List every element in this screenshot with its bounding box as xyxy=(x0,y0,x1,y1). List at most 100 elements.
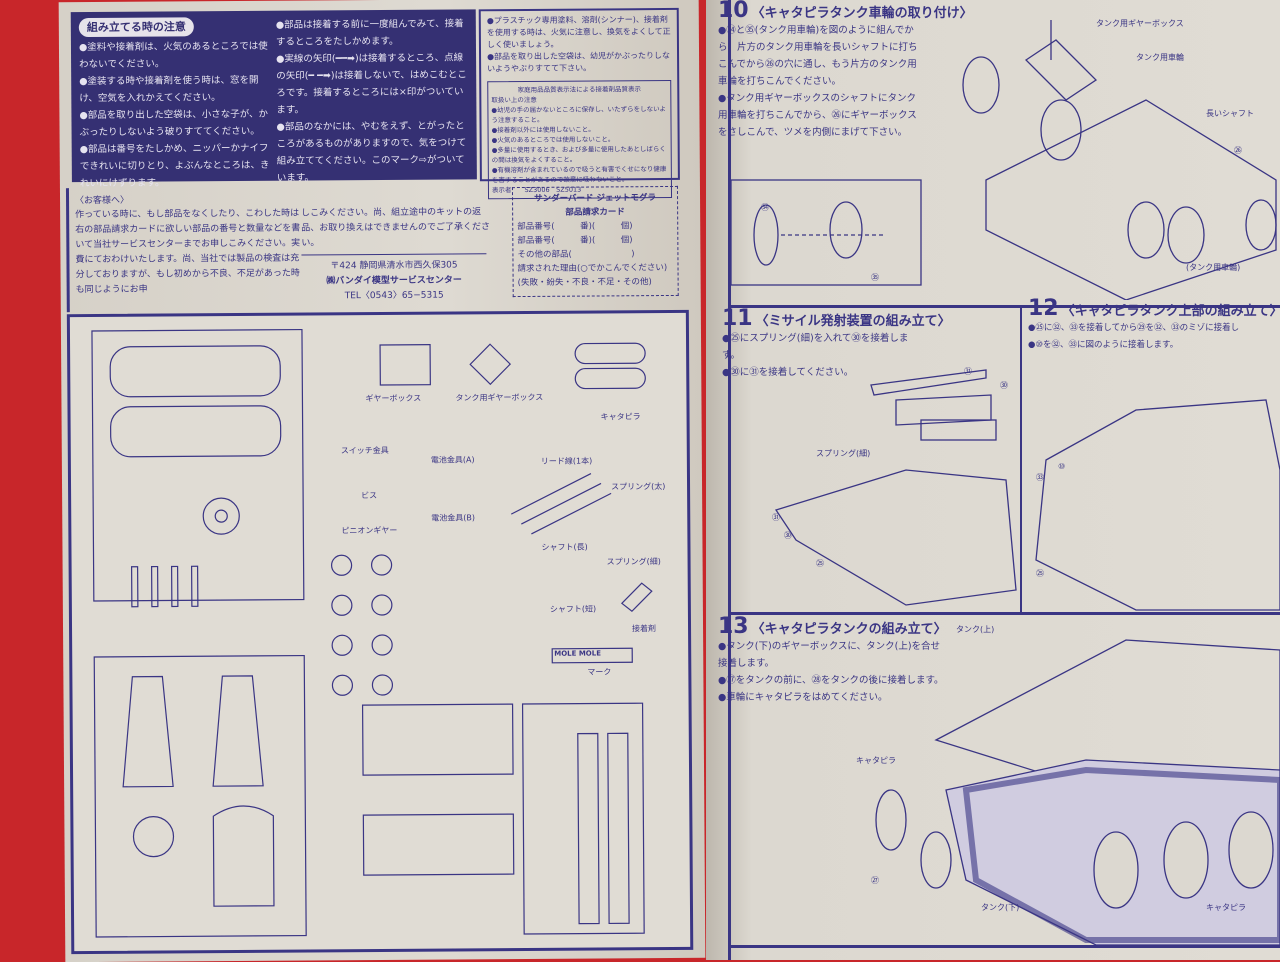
card-reason-label: 請求された理由(○でかこんでください) xyxy=(517,263,668,275)
label-title: 家庭用品品質表示法による接着剤品質表示 xyxy=(517,85,641,95)
diagram-label: ㉝ xyxy=(1036,473,1044,482)
launcher-drawing xyxy=(774,369,1280,611)
card-part-row: 部品番号( 番)( 個) xyxy=(517,235,633,247)
step-13: 13〈キャタピラタンクの組み立て〉 ●タンク(下)のギヤーボックスに、タンク(上… xyxy=(718,616,948,706)
step-instruction: ●タンク(下)のギヤーボックスに、タンク(上)を合せ接着します。 xyxy=(718,641,941,669)
notice-item: ●プラスチック専用塗料、溶剤(シンナー)、接着剤を使用する時は、火気に注意し、換… xyxy=(486,14,671,50)
part-label: シャフト(短) xyxy=(549,604,597,614)
diagram-label: ㉕ xyxy=(816,559,824,568)
parts-diagram: ギヤーボックス タンク用ギヤーボックス キャタピラ スイッチ金具 電池金具(A)… xyxy=(66,309,694,955)
customer-body: 作っている時に、もし部品をなくしたり、こわした時は右の部品請求カードに欲しい部品… xyxy=(75,208,301,296)
step-number: 10 xyxy=(718,0,749,23)
notice-item: ●部品を取り出した空袋は、幼児がかぶったりしないようやぶりすてて下さい。 xyxy=(487,50,671,74)
right-page: 10〈キャタピラタンク車輪の取り付け〉 ●㉞と㉟(タンク用車輪)を図のように組ん… xyxy=(706,0,1280,960)
diagram-label: ㉞ xyxy=(761,203,769,212)
mole-decal: MOLE MOLE xyxy=(554,649,602,658)
caution-item: ●部品のなかには、やむをえず、とがったところがあるものがありますので、気をつけて… xyxy=(276,120,467,184)
label-item: ●幼児の手の届かないところに保存し、いたずらをしないよう注意すること。 xyxy=(491,105,666,125)
diagram-label: キャタピラ xyxy=(856,756,896,765)
step-number: 11 xyxy=(722,306,753,331)
part-label: マーク xyxy=(587,667,612,677)
part-label: 電池金具(A) xyxy=(430,455,475,465)
wheel-assembly-drawing xyxy=(730,20,1277,300)
service-phone: TEL〈0543〉65−5315 xyxy=(344,290,444,302)
diagram-label: ㉟ xyxy=(871,273,879,282)
part-label: スイッチ金具 xyxy=(340,445,389,456)
step-title: 〈キャタピラタンク車輪の取り付け〉 xyxy=(751,6,973,21)
caution-item: ●塗料や接着剤は、火気のあるところでは使わないでください。 xyxy=(78,40,268,71)
page-border xyxy=(728,0,731,960)
part-label: スプリング(細) xyxy=(606,557,661,567)
diagram-label: ㉛ xyxy=(772,513,780,522)
step-12: 12〈キャタピラタンク上部の組み立て〉 ●㉕に㉜、㉝を接着してから㉙を㉜、㉝のミ… xyxy=(1028,298,1280,354)
caution-item: ●実線の矢印(━━➡)は接着するところ、点線の矢印(━ ━➡)は接着しないで、は… xyxy=(276,52,467,116)
service-address: 〒424 静岡県清水市西久保305 xyxy=(330,260,458,272)
step-number: 12 xyxy=(1028,296,1059,321)
parts-sprue-drawing xyxy=(91,328,653,938)
step-10: 10〈キャタピラタンク車輪の取り付け〉 ●㉞と㉟(タンク用車輪)を図のように組ん… xyxy=(718,0,973,141)
diagram-label: ㉖ xyxy=(1234,146,1242,155)
part-label: スプリング(太) xyxy=(611,482,666,492)
diagram-label: ㉛ xyxy=(964,367,972,376)
diagram-label: ⑩ xyxy=(1058,462,1066,471)
caution-item: ●塗装する時や接着剤を使う時は、窓を開け、空気を入れかえてください。 xyxy=(79,74,259,105)
plastic-notice-box: ●プラスチック専用塗料、溶剤(シンナー)、接着剤を使用する時は、火気に注意し、換… xyxy=(478,7,680,200)
divider xyxy=(728,945,1280,948)
step-title: 〈キャタピラタンク上部の組み立て〉 xyxy=(1061,304,1280,319)
divider xyxy=(728,612,1280,615)
diagram-label: (タンク用車輪) xyxy=(1186,263,1241,272)
card-reason-options: (失敗・紛失・不良・不足・その他) xyxy=(517,277,652,289)
step-instruction: ●㉕にスプリング(細)を入れて㉚を接着します。 xyxy=(722,333,909,361)
part-label: ビス xyxy=(361,491,378,501)
card-subtitle: 部品請求カード xyxy=(565,207,625,218)
diagram-label: タンク(下) xyxy=(981,903,1020,912)
parts-request-card: サンダーバード ジェットモグラ 部品請求カード 部品番号( 番)( 個) 部品番… xyxy=(511,185,679,298)
caution-item: ●部品は番号をたしかめ、ニッパーかナイフできれいに切りとり、よぶんなところは、き… xyxy=(79,142,270,190)
step-11: 11〈ミサイル発射装置の組み立て〉 ●㉕にスプリング(細)を入れて㉚を接着します… xyxy=(722,308,951,381)
customer-notice: 〈お客様へ〉 作っている時に、もし部品をなくしたり、こわした時は右の部品請求カー… xyxy=(65,183,687,313)
diagram-label: ㉗ xyxy=(871,876,879,885)
part-label: 接着剤 xyxy=(632,624,657,634)
label-item: ●有機溶剤が含まれているので吸うと有害でくせになり健康を害することがあるので故意… xyxy=(491,165,667,185)
card-other-row: その他の部品( ) xyxy=(517,249,635,261)
caution-title: 組み立てる時の注意 xyxy=(78,17,194,38)
adhesive-quality-label: 家庭用品品質表示法による接着剤品質表示 取扱い上の注意 ●幼児の手の届かないとこ… xyxy=(487,79,673,200)
diagram-label: ㉚ xyxy=(1000,381,1008,390)
step-instruction: ●㉗をタンクの前に、㉘をタンクの後に接着します。 xyxy=(718,675,944,686)
step-instruction: ●車輪にキャタピラをはめてください。 xyxy=(718,692,888,703)
diagram-label: ㉕ xyxy=(1036,569,1044,578)
part-label: ピニオンギヤー xyxy=(341,525,398,536)
part-label: キャタピラ xyxy=(600,412,641,422)
diagram-label: タンク(上) xyxy=(956,625,995,634)
diagram-label: スプリング(細) xyxy=(816,449,871,458)
divider xyxy=(1020,305,1022,612)
step-instruction: ●㉞と㉟(タンク用車輪)を図のように組んでから、片方のタンク用車輪を長いシャフト… xyxy=(718,25,918,87)
step-instruction: ●タンク用ギヤーボックスのシャフトにタンク用車輪を打ちこんでから、㉖にギヤーボッ… xyxy=(718,93,917,138)
card-part-row: 部品番号( 番)( 個) xyxy=(517,221,633,233)
step-title: 〈キャタピラタンクの組み立て〉 xyxy=(751,622,947,637)
diagram-label: 長いシャフト xyxy=(1206,109,1254,118)
step-title: 〈ミサイル発射装置の組み立て〉 xyxy=(755,314,951,329)
customer-body-cont: しこみください。尚、組立途中のキットの返品、お取り換えはできませんのでご了承くだ… xyxy=(301,207,491,249)
assembly-caution-box: 組み立てる時の注意 ●塗料や接着剤は、火気のあるところでは使わないでください。 … xyxy=(70,9,477,189)
step-instruction: ●㉕に㉜、㉝を接着してから㉙を㉜、㉝のミゾに接着し xyxy=(1028,323,1240,333)
label-item: ●多量に使用するとき、および多量に使用したあとしばらくの間は換気をよくすること。 xyxy=(491,145,666,165)
part-label: タンク用ギヤーボックス xyxy=(455,392,544,403)
caution-item: ●部品は接着する前に一度組んでみて、接着するところをたしかめます。 xyxy=(275,18,464,48)
card-title: サンダーバード ジェットモグラ xyxy=(534,193,657,204)
part-label: シャフト(長) xyxy=(541,542,588,552)
tank-assembly-drawing xyxy=(875,639,1280,946)
step-instruction: ●⑩を㉜、㉝に図のように接着します。 xyxy=(1028,340,1179,350)
step-instruction: ●㉚に㉛を接着してください。 xyxy=(722,367,854,378)
part-label: ギヤーボックス xyxy=(365,393,422,404)
divider xyxy=(728,305,1280,308)
part-label: リード線(1本) xyxy=(540,456,593,466)
caution-item: ●部品を取り出した空袋は、小さな子が、かぶったりしないよう破りすててください。 xyxy=(79,108,269,139)
diagram-label: タンク用車輪 xyxy=(1136,53,1184,62)
step-number: 13 xyxy=(718,614,749,639)
left-page: 組み立てる時の注意 ●塗料や接着剤は、火気のあるところでは使わないでください。 … xyxy=(58,0,706,962)
diagram-label: ㉚ xyxy=(784,531,792,540)
service-company: ㈱バンダイ模型サービスセンター xyxy=(326,275,462,287)
diagram-label: キャタピラ xyxy=(1206,903,1246,912)
diagram-label: タンク用ギヤーボックス xyxy=(1096,19,1184,28)
